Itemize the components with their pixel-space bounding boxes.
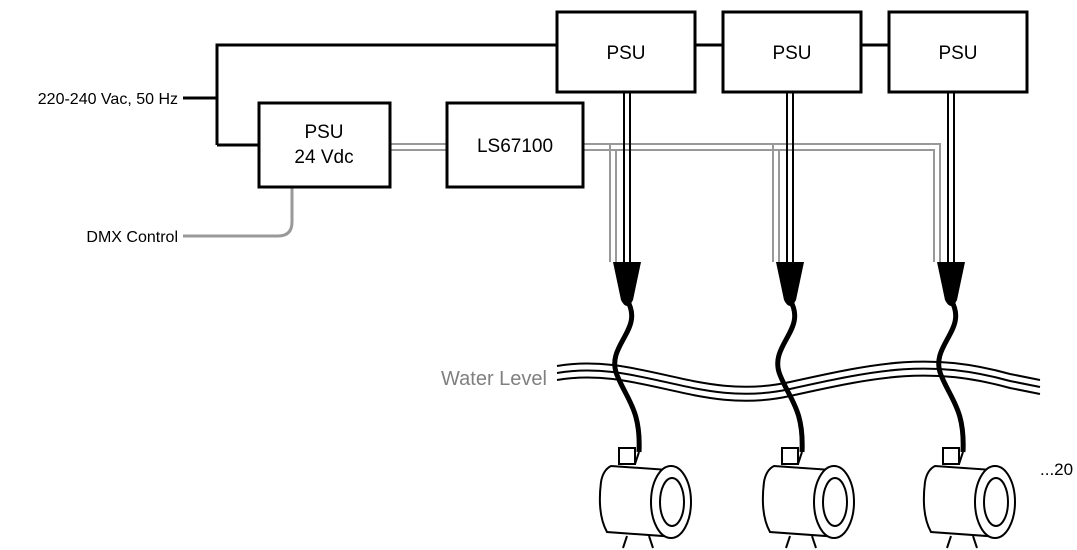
fixture-count-label: ...20 bbox=[1040, 460, 1073, 479]
data-wiring bbox=[390, 143, 941, 262]
dmx-control-line bbox=[183, 187, 294, 238]
water-line-1 bbox=[556, 360, 1041, 388]
fixture-1-cable-entry bbox=[618, 447, 636, 465]
psu-24vdc-label-line2: 24 Vdc bbox=[294, 147, 353, 168]
psu-24vdc-box bbox=[257, 101, 392, 189]
fixture-2-cable-entry bbox=[781, 447, 799, 465]
fixture-2-clip-bottom bbox=[785, 535, 791, 549]
fixture-3-clip-bottom bbox=[946, 535, 952, 549]
psu-box-1 bbox=[555, 10, 697, 94]
mains-wiring bbox=[183, 43, 889, 147]
fixture-3-lens bbox=[983, 477, 1009, 527]
controller-box bbox=[445, 101, 585, 189]
fixture-1-lens bbox=[659, 477, 685, 527]
dmx-control-label: DMX Control bbox=[86, 229, 178, 246]
underwater-light-3 bbox=[922, 447, 1016, 549]
psu-2-label: PSU bbox=[772, 43, 811, 64]
psu-24vdc-label-line1: PSU bbox=[304, 122, 343, 143]
fixture-1-clip-bottom bbox=[622, 535, 628, 549]
psu-3-label: PSU bbox=[938, 43, 977, 64]
fixture-cable-2 bbox=[775, 298, 805, 453]
fixture-3-cable-entry bbox=[942, 447, 960, 465]
cable-gland-1 bbox=[613, 262, 641, 306]
fixture-cable-3 bbox=[936, 298, 966, 453]
fixture-cables bbox=[612, 262, 966, 453]
water-line-2 bbox=[556, 367, 1041, 395]
psu-box-3 bbox=[887, 10, 1029, 94]
psu-1-label: PSU bbox=[606, 43, 645, 64]
water-level-label: Water Level bbox=[441, 368, 547, 390]
cable-gland-2 bbox=[776, 262, 804, 306]
water-level-lines bbox=[556, 360, 1041, 402]
data-bus-inner bbox=[583, 149, 935, 262]
fixture-3-clip-bottom-2 bbox=[972, 535, 978, 549]
fixture-2-lens bbox=[822, 477, 848, 527]
fixtures bbox=[598, 447, 1016, 549]
fixture-1-clip-bottom-2 bbox=[648, 535, 654, 549]
fixture-3-clip-top bbox=[958, 451, 964, 465]
mains-label: 220-240 Vac, 50 Hz bbox=[38, 91, 178, 108]
psu-drops bbox=[623, 92, 955, 262]
fixture-cable-1 bbox=[612, 298, 642, 453]
mains-bus-line bbox=[215, 43, 557, 145]
fixture-2-clip-top bbox=[797, 451, 803, 465]
data-bus-outer bbox=[583, 143, 941, 262]
psu-box-2 bbox=[721, 10, 863, 94]
controller-label: LS67100 bbox=[477, 136, 553, 157]
underwater-light-1 bbox=[598, 447, 692, 549]
fixture-2-clip-bottom-2 bbox=[811, 535, 817, 549]
underwater-light-2 bbox=[761, 447, 855, 549]
fixture-1-clip-top bbox=[634, 451, 640, 465]
cable-gland-3 bbox=[937, 262, 965, 306]
